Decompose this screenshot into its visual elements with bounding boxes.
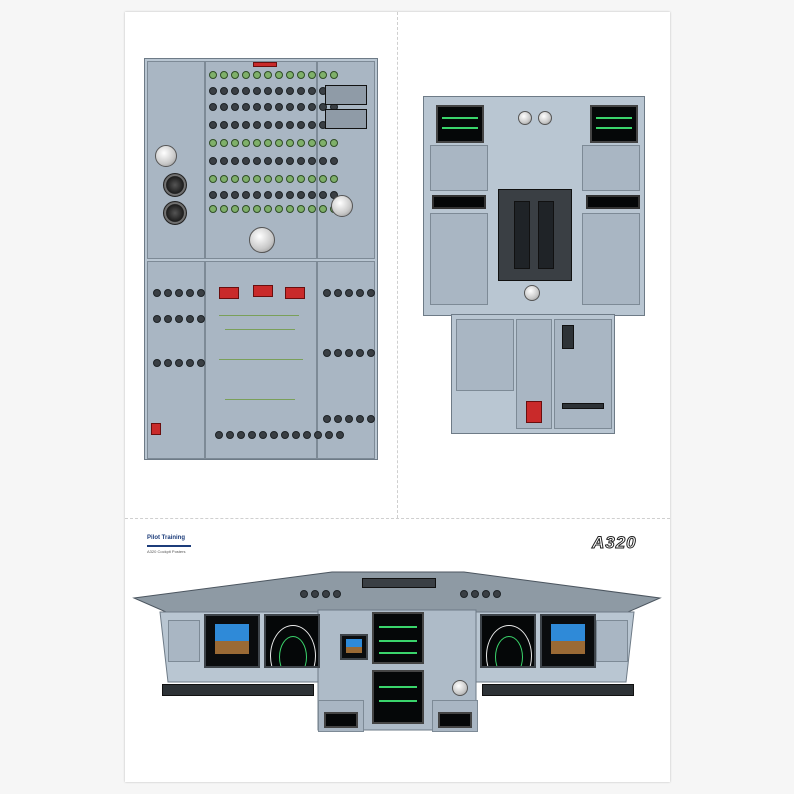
pedestal-aft-left bbox=[456, 319, 514, 391]
thrust-lever-right[interactable] bbox=[538, 201, 554, 269]
lower-ecam-display bbox=[372, 670, 424, 724]
overhead-center-knob[interactable] bbox=[249, 227, 275, 253]
aircraft-type-label: A320 bbox=[592, 533, 637, 553]
logo-subtext: A320 Cockpit Posters bbox=[147, 549, 186, 554]
thrust-lever-left[interactable] bbox=[514, 201, 530, 269]
captain-knee-display bbox=[324, 712, 358, 728]
fold-line-vertical bbox=[397, 12, 398, 518]
overhead-pushbutton-row[interactable] bbox=[323, 415, 375, 423]
overhead-fault-light[interactable] bbox=[285, 287, 305, 299]
pedestal-knob[interactable] bbox=[518, 111, 532, 125]
overhead-synoptic-line bbox=[225, 329, 295, 330]
overhead-right-knob[interactable] bbox=[331, 195, 353, 217]
overhead-warning-strip bbox=[253, 62, 277, 67]
captain-pfd bbox=[204, 614, 260, 668]
overhead-panel bbox=[144, 58, 378, 460]
efis-right-controls[interactable] bbox=[460, 590, 501, 598]
first-officer-lower-console bbox=[482, 684, 634, 696]
aircraft-wing-icon bbox=[147, 545, 191, 547]
clock-icon bbox=[452, 680, 468, 696]
overhead-light-row[interactable] bbox=[209, 191, 338, 199]
overhead-dark-dial[interactable] bbox=[163, 201, 187, 225]
overhead-pushbutton-row[interactable] bbox=[153, 289, 205, 297]
overhead-synoptic-line bbox=[225, 399, 295, 400]
overhead-light-row[interactable] bbox=[209, 139, 338, 147]
pedestal-handle-bar[interactable] bbox=[562, 403, 604, 409]
parking-brake-handle[interactable] bbox=[562, 325, 574, 349]
mcdu-right-keypad[interactable] bbox=[582, 145, 640, 191]
overhead-light-row[interactable] bbox=[209, 87, 338, 95]
overhead-pushbutton-row[interactable] bbox=[215, 431, 344, 439]
overhead-fault-light[interactable] bbox=[219, 287, 239, 299]
captain-lower-console bbox=[162, 684, 314, 696]
pedestal-knob[interactable] bbox=[538, 111, 552, 125]
overhead-selector-knob[interactable] bbox=[155, 145, 177, 167]
overhead-synoptic-line bbox=[219, 359, 303, 360]
mcdu-left-screen bbox=[436, 105, 484, 143]
overhead-light-row[interactable] bbox=[209, 157, 338, 165]
captain-nd bbox=[264, 614, 320, 668]
overhead-light-row[interactable] bbox=[209, 175, 338, 183]
overhead-pushbutton-row[interactable] bbox=[153, 315, 205, 323]
pedestal-left-radio bbox=[432, 195, 486, 209]
overhead-light-row[interactable] bbox=[209, 103, 338, 111]
pedestal-red-guard[interactable] bbox=[526, 401, 542, 423]
overhead-light-row[interactable] bbox=[209, 121, 338, 129]
pedestal-right-panel bbox=[582, 213, 640, 305]
pedestal-engine-knob[interactable] bbox=[524, 285, 540, 301]
overhead-guarded-switch[interactable] bbox=[151, 423, 161, 435]
efis-left-controls[interactable] bbox=[300, 590, 341, 598]
first-officer-pfd bbox=[540, 614, 596, 668]
overhead-pushbutton-row[interactable] bbox=[323, 349, 375, 357]
fold-line-horizontal bbox=[125, 518, 670, 519]
overhead-synoptic-line bbox=[219, 315, 299, 316]
captain-side-panel bbox=[168, 620, 200, 662]
first-officer-nd bbox=[480, 614, 536, 668]
mcdu-left-keypad[interactable] bbox=[430, 145, 488, 191]
logo-text: Pilot Training bbox=[147, 535, 186, 541]
fcu-panel[interactable] bbox=[362, 578, 436, 588]
pedestal-left-panel bbox=[430, 213, 488, 305]
first-officer-side-panel bbox=[596, 620, 628, 662]
overhead-light-row[interactable] bbox=[209, 205, 338, 213]
overhead-pushbutton-row[interactable] bbox=[323, 289, 375, 297]
thrust-lever-quadrant[interactable] bbox=[498, 189, 572, 281]
pedestal-aft-panel bbox=[451, 314, 615, 434]
pedestal-panel bbox=[423, 96, 645, 316]
pedestal-right-radio bbox=[586, 195, 640, 209]
upper-ecam-display bbox=[372, 612, 424, 664]
mcdu-right-screen bbox=[590, 105, 638, 143]
overhead-dark-dial[interactable] bbox=[163, 173, 187, 197]
overhead-right-switches[interactable] bbox=[325, 109, 367, 129]
standby-instrument bbox=[340, 634, 368, 660]
overhead-pushbutton-row[interactable] bbox=[153, 359, 205, 367]
first-officer-knee-display bbox=[438, 712, 472, 728]
overhead-light-row[interactable] bbox=[209, 71, 338, 79]
overhead-right-switches[interactable] bbox=[325, 85, 367, 105]
overhead-fault-light[interactable] bbox=[253, 285, 273, 297]
